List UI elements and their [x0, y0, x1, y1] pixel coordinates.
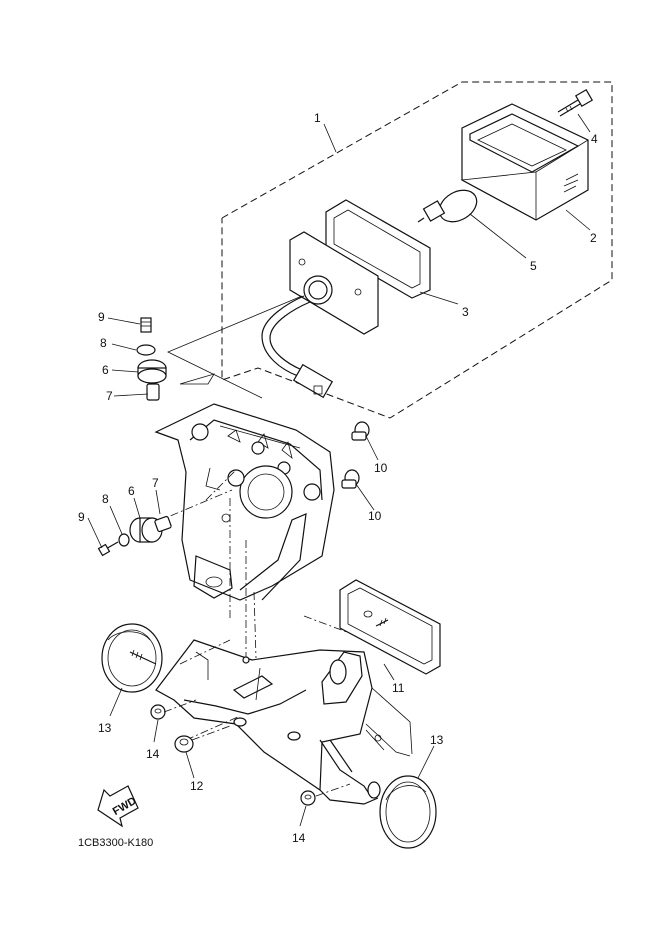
callout-13-right: 13 [430, 733, 444, 747]
nut-10-lower [341, 469, 360, 489]
callout-8-lower: 8 [102, 492, 109, 506]
leader-lines [87, 113, 591, 827]
callout-7-upper: 7 [106, 389, 113, 403]
nut-12 [174, 735, 194, 753]
callout-7-lower: 7 [152, 476, 159, 490]
lens-cover [460, 103, 589, 221]
diagram-code: 1CB3300-K180 [78, 837, 153, 849]
grommet-set-lower [97, 515, 172, 557]
round-reflector-right [379, 775, 437, 849]
bulb [417, 189, 478, 223]
callout-13-left: 13 [98, 721, 112, 735]
callout-6-upper: 6 [102, 363, 109, 377]
callout-8-upper: 8 [100, 336, 107, 350]
reflector [339, 579, 441, 675]
callout-2: 2 [590, 231, 597, 245]
gasket [325, 199, 431, 299]
screw-4 [557, 88, 594, 117]
assembly-outline [221, 81, 613, 419]
callout-12: 12 [190, 779, 204, 793]
nut-14-right [300, 790, 316, 806]
callout-10-upper: 10 [374, 461, 388, 475]
round-reflector-left [101, 623, 163, 693]
callout-4: 4 [591, 132, 598, 146]
lamp-base [261, 231, 379, 399]
callout-11: 11 [392, 681, 405, 695]
nut-14-left [150, 704, 166, 720]
grommet-set-upper [136, 317, 167, 401]
callout-1: 1 [314, 111, 321, 125]
callout-9-upper: 9 [98, 310, 105, 324]
callout-14-right: 14 [292, 831, 306, 845]
callout-6-lower: 6 [128, 484, 135, 498]
callout-14-left: 14 [146, 747, 160, 761]
callout-3: 3 [462, 305, 469, 319]
callout-5: 5 [530, 259, 537, 273]
callout-10-lower: 10 [368, 509, 382, 523]
license-bracket [155, 591, 413, 805]
fwd-arrow-icon: FWD [97, 785, 139, 828]
nut-10-upper [351, 421, 370, 441]
callout-9-lower: 9 [78, 510, 85, 524]
rear-fender [154, 373, 335, 660]
